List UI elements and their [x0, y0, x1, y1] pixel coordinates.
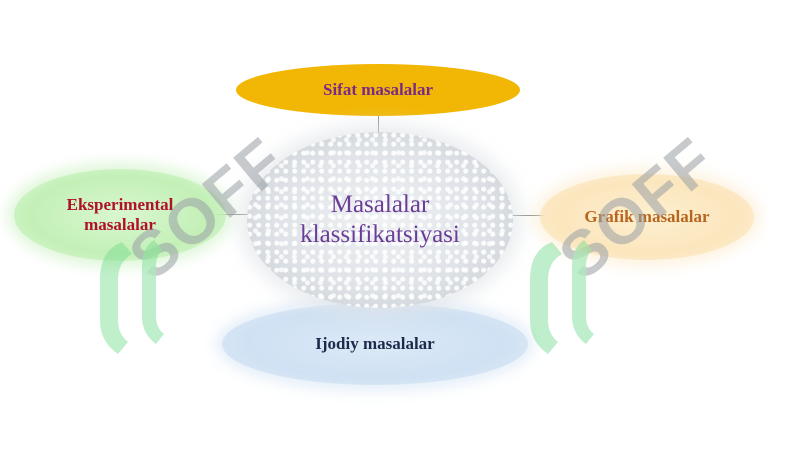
node-eksperimental-masalalar: Eksperimental masalalar — [14, 169, 226, 261]
connector-top — [378, 116, 379, 134]
center-node: Masalalar klassifikatsiyasi — [247, 132, 513, 308]
node-label: Eksperimental masalalar — [66, 194, 174, 234]
node-sifat-masalalar: Sifat masalalar — [236, 64, 520, 116]
connector-right — [510, 215, 544, 216]
node-label: Sifat masalalar — [322, 79, 434, 99]
center-label: Masalalar klassifikatsiyasi — [300, 191, 460, 248]
node-ijodiy-masalalar: Ijodiy masalalar — [222, 303, 528, 385]
node-grafik-masalalar: Grafik masalalar — [540, 174, 754, 260]
node-label: Ijodiy masalalar — [315, 333, 435, 353]
node-label: Grafik masalalar — [584, 206, 710, 226]
connector-left — [208, 214, 250, 215]
